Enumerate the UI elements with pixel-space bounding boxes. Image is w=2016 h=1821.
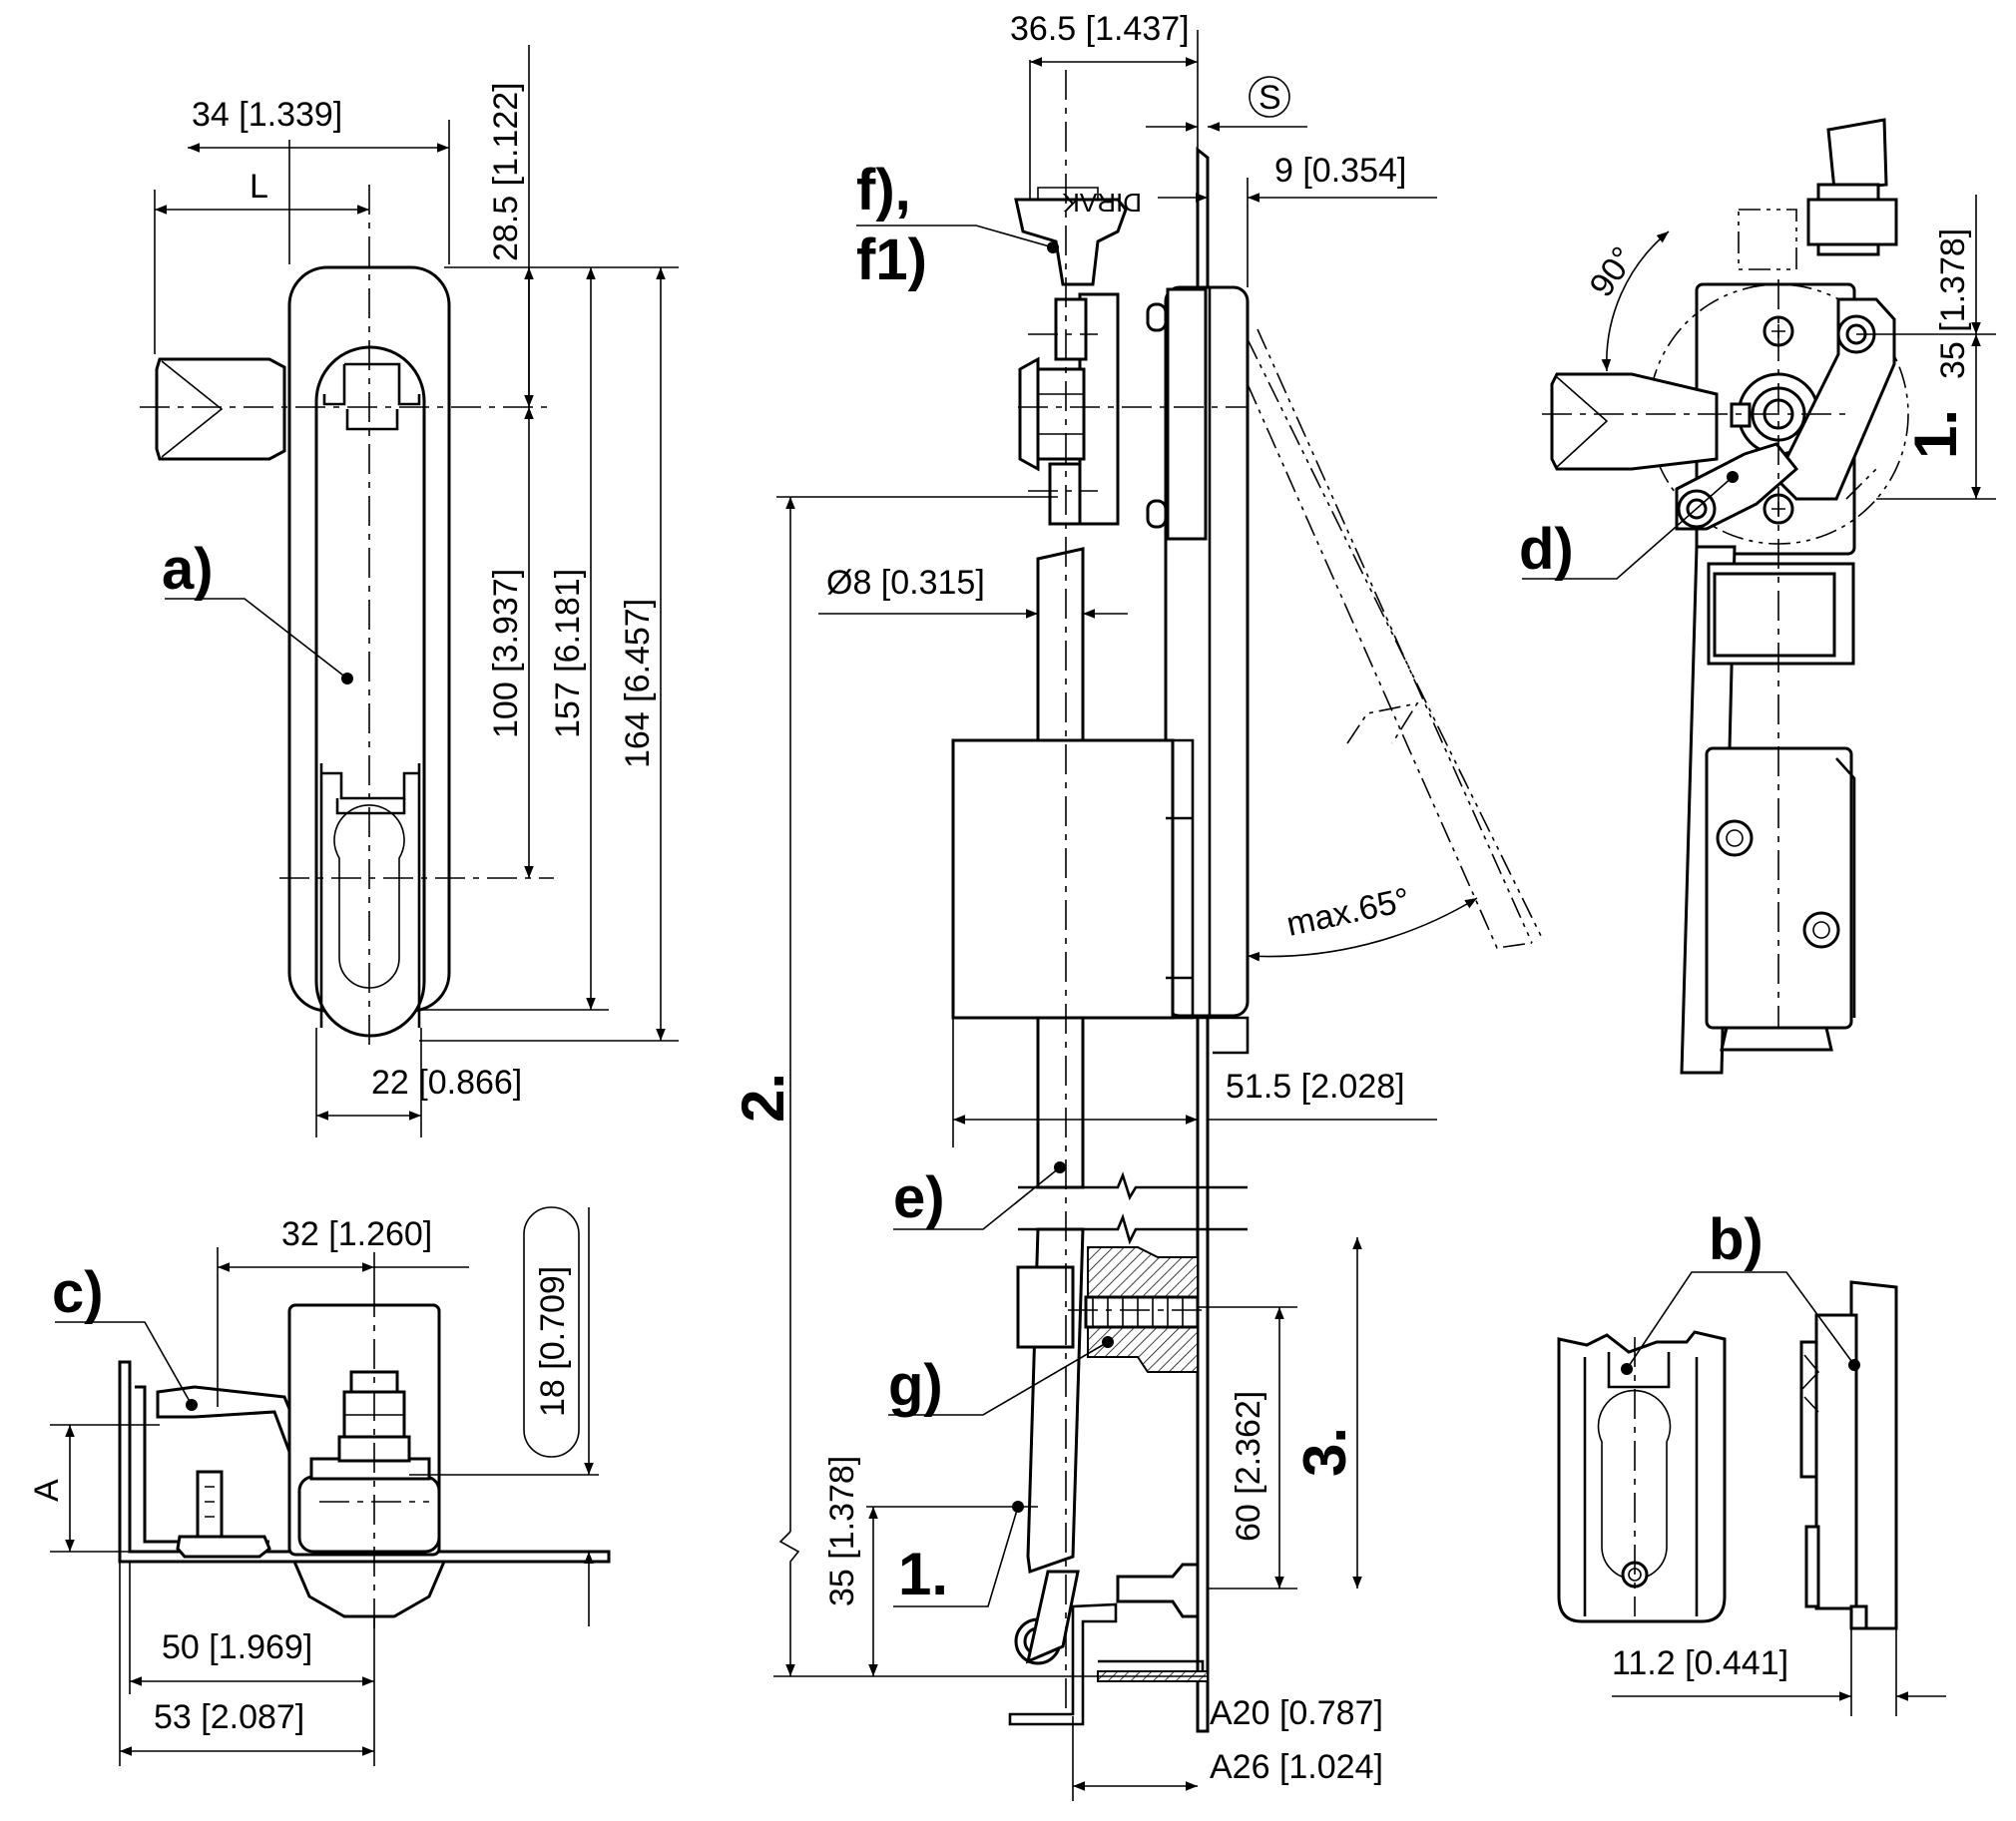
dim-L: L: [250, 168, 268, 206]
dim-a26: A26 [1.024]: [1210, 1748, 1383, 1786]
dim-157: 157 [6.181]: [549, 569, 587, 738]
center-side-view: DIRAK: [951, 70, 1543, 1733]
dim-50: 50 [1.969]: [162, 1628, 312, 1666]
center-side-dimensions: 36.5 [1.437] S 9 [0.354] Ø8 [0.315] max.…: [730, 10, 1478, 1801]
callout-b-label: b): [1709, 1207, 1764, 1272]
center-callouts: f), f1) e) g) 1.: [856, 158, 1114, 1607]
dim-22: 22 [0.866]: [371, 1064, 522, 1102]
callout-f: f),: [856, 158, 911, 223]
bottom-right-detail-view: [1557, 1280, 1898, 1630]
callout-g: g): [888, 1353, 943, 1418]
dim-90: 90°: [1582, 240, 1643, 304]
dim-36-5: 36.5 [1.437]: [1010, 10, 1190, 48]
s-symbol: S: [1259, 79, 1281, 117]
right-back-view: [1542, 118, 1909, 1075]
dim-diameter-8: Ø8 [0.315]: [826, 564, 985, 602]
callout-c: c): [52, 1260, 198, 1411]
bottom-right-dimensions: 11.2 [0.441]: [1612, 1628, 1946, 1716]
bottom-left-dimensions: 32 [1.260] 18 [0.709] A 50 [1.969] 53 [2…: [28, 1206, 599, 1766]
dim-34: 34 [1.339]: [192, 96, 342, 134]
dim-35-lower: 35 [1.378]: [823, 1456, 861, 1606]
callout-a-label: a): [162, 537, 214, 602]
callout-b: b): [1621, 1207, 1860, 1375]
dim-100: 100 [3.937]: [487, 569, 525, 738]
step-1-right: 1.: [1902, 409, 1969, 459]
dim-53: 53 [2.087]: [154, 1698, 304, 1736]
step-3: 3.: [1291, 1427, 1358, 1477]
callout-a: a): [162, 537, 353, 684]
dim-A: A: [28, 1479, 66, 1502]
dim-28-5: 28.5 [1.122]: [487, 82, 525, 261]
step-1-center: 1.: [898, 1541, 948, 1607]
dim-a20: A20 [0.787]: [1210, 1694, 1383, 1732]
callout-c-label: c): [52, 1260, 104, 1325]
step-2: 2.: [730, 1073, 796, 1123]
stamp-dirak: DIRAK: [1062, 188, 1142, 218]
callout-e: e): [893, 1165, 945, 1230]
bottom-left-section-view: [118, 1287, 611, 1636]
left-front-dimensions: 34 [1.339] L 28.5 [1.122] 100 [3.937] 15…: [154, 45, 679, 1138]
dim-51-5: 51.5 [2.028]: [1226, 1068, 1405, 1106]
dim-11-2: 11.2 [0.441]: [1612, 1644, 1788, 1682]
dim-9: 9 [0.354]: [1274, 152, 1406, 190]
callout-d: d): [1519, 471, 1739, 582]
dim-164: 164 [6.457]: [619, 599, 657, 768]
callout-f1: f1): [856, 228, 927, 292]
dim-max-65: max.65°: [1283, 881, 1413, 944]
dim-18: 18 [0.709]: [534, 1266, 572, 1417]
dim-60: 60 [2.362]: [1230, 1391, 1267, 1542]
dim-32: 32 [1.260]: [281, 1215, 432, 1253]
dim-35-right: 35 [1.378]: [1934, 228, 1972, 379]
left-front-view: [140, 185, 554, 1048]
callout-d-label: d): [1519, 517, 1574, 582]
